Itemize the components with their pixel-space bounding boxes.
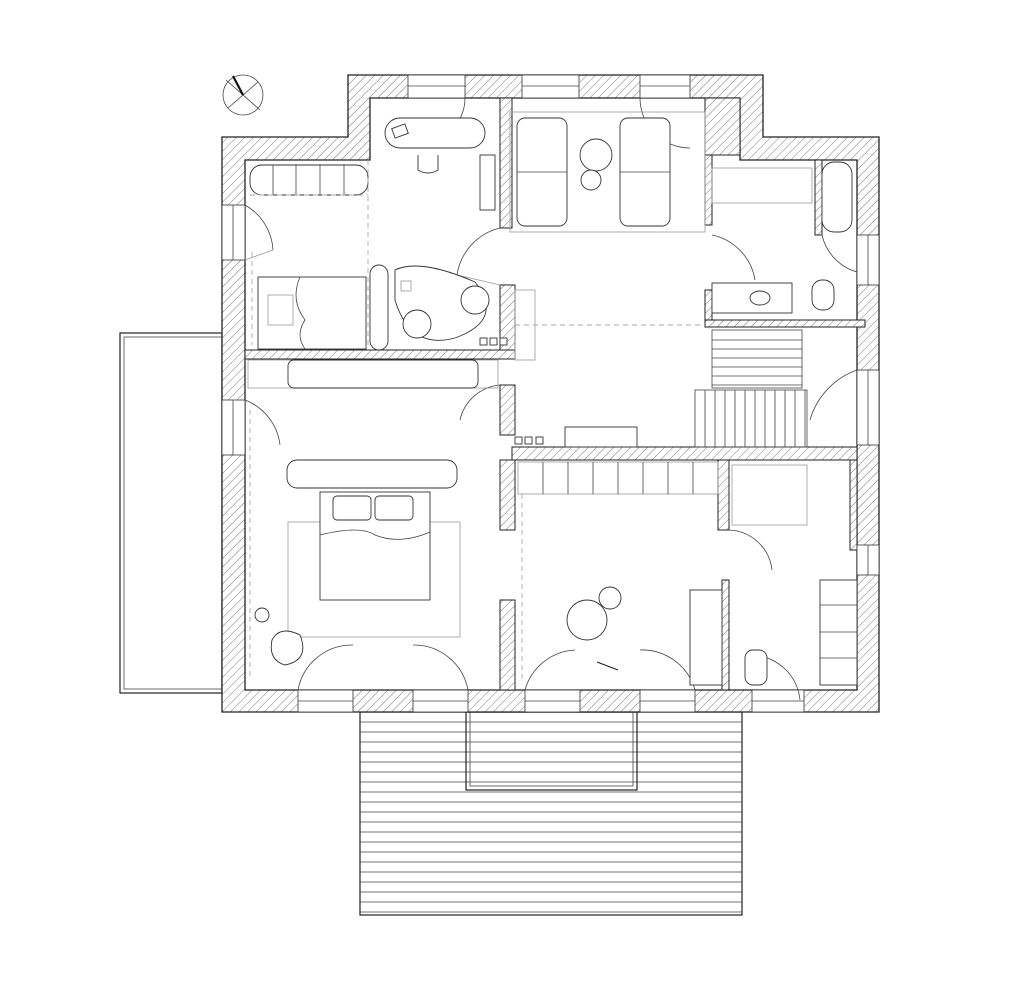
shower-room-fixtures [731, 464, 858, 686]
terrace-opening-inner [469, 711, 634, 787]
terrace-opening [465, 711, 638, 791]
doors [244, 97, 858, 701]
living-room-furniture [509, 111, 706, 448]
study-furniture [249, 117, 508, 351]
balcony [119, 332, 223, 694]
windows [221, 74, 880, 713]
bedroom-furniture [247, 359, 499, 680]
terrace-deck [359, 711, 743, 916]
bathroom-fixtures [711, 161, 853, 314]
interior-walls [244, 97, 866, 691]
compass-icon [222, 74, 264, 116]
kids-room-furniture [517, 461, 723, 686]
staircase [694, 329, 808, 448]
